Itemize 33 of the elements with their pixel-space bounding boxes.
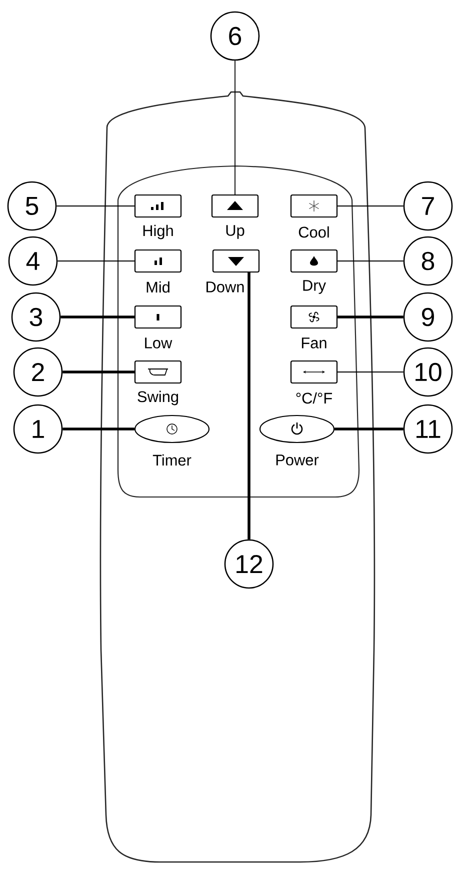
- callout-number: 3: [11, 292, 61, 342]
- leader-line: [334, 428, 404, 430]
- button-label: High: [143, 224, 173, 240]
- callout-number: 5: [7, 181, 57, 231]
- button-label: Dry: [303, 280, 326, 294]
- callout-number: 2: [13, 347, 63, 397]
- callout-number: 6: [210, 11, 260, 61]
- button-label: Fan: [302, 338, 326, 348]
- button-label: Swing: [138, 390, 178, 406]
- leader-line: [57, 260, 135, 262]
- callout-number: 4: [8, 236, 58, 286]
- button-label: Power: [276, 454, 319, 466]
- callout-number: 8: [403, 236, 453, 286]
- leader-line: [248, 272, 250, 540]
- button-label: Cool: [298, 226, 329, 238]
- leader-line: [62, 370, 134, 374]
- callout-number: 11: [403, 404, 453, 454]
- leader-line: [337, 260, 404, 262]
- button-label: Low: [145, 338, 172, 348]
- callout-number: 1: [13, 404, 63, 454]
- callout-number: 10: [403, 347, 453, 397]
- button-label: Down: [206, 282, 244, 292]
- button-label: °C/°F: [296, 392, 332, 404]
- callout-number: 7: [403, 181, 453, 231]
- leader-line: [60, 316, 134, 318]
- button-label: Mid: [146, 281, 170, 293]
- button-label: Timer: [152, 454, 192, 466]
- button-label: Up: [226, 225, 244, 239]
- callout-number: 9: [403, 292, 453, 342]
- leader-line: [338, 316, 404, 318]
- leader-line: [234, 60, 236, 195]
- callout-number: 12: [224, 539, 274, 589]
- leader-line: [62, 428, 134, 430]
